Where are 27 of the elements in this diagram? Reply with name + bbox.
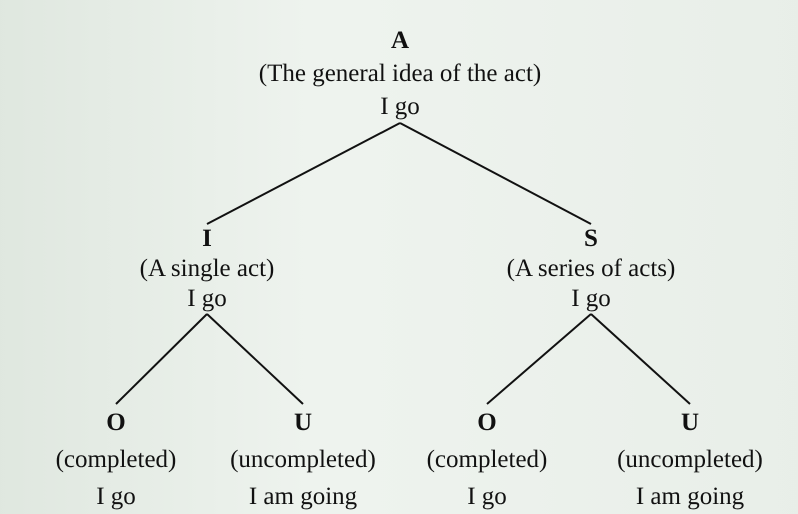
- node-letter: S: [583, 224, 599, 254]
- node-letter: A: [390, 26, 410, 56]
- node-letter: O: [476, 408, 498, 438]
- node-letter: O: [105, 408, 127, 438]
- example-phrase: I go: [379, 92, 421, 122]
- node-description: (A series of acts): [506, 254, 676, 284]
- example-phrase: I am going: [634, 482, 746, 512]
- tree-branch-line: [206, 122, 400, 225]
- node-description: (completed): [56, 445, 176, 475]
- node-description: (A single act): [140, 254, 274, 284]
- node-description: (uncompleted): [617, 445, 763, 475]
- tree-branch-line: [115, 313, 208, 405]
- tree-branch-line: [590, 313, 691, 405]
- example-phrase: I am going: [248, 482, 358, 512]
- example-phrase: I go: [186, 284, 228, 314]
- example-phrase: I go: [466, 482, 508, 512]
- tree-branch-line: [486, 313, 592, 405]
- example-phrase: I go: [570, 284, 612, 314]
- node-letter: U: [680, 408, 700, 438]
- node-description: (uncompleted): [230, 445, 376, 475]
- example-phrase: I go: [95, 482, 137, 512]
- tree-branch-line: [400, 122, 592, 225]
- node-letter: I: [201, 224, 213, 254]
- tree-branch-line: [206, 313, 304, 405]
- node-description: (completed): [426, 445, 548, 475]
- node-letter: U: [292, 408, 314, 438]
- node-description: (The general idea of the act): [258, 59, 542, 89]
